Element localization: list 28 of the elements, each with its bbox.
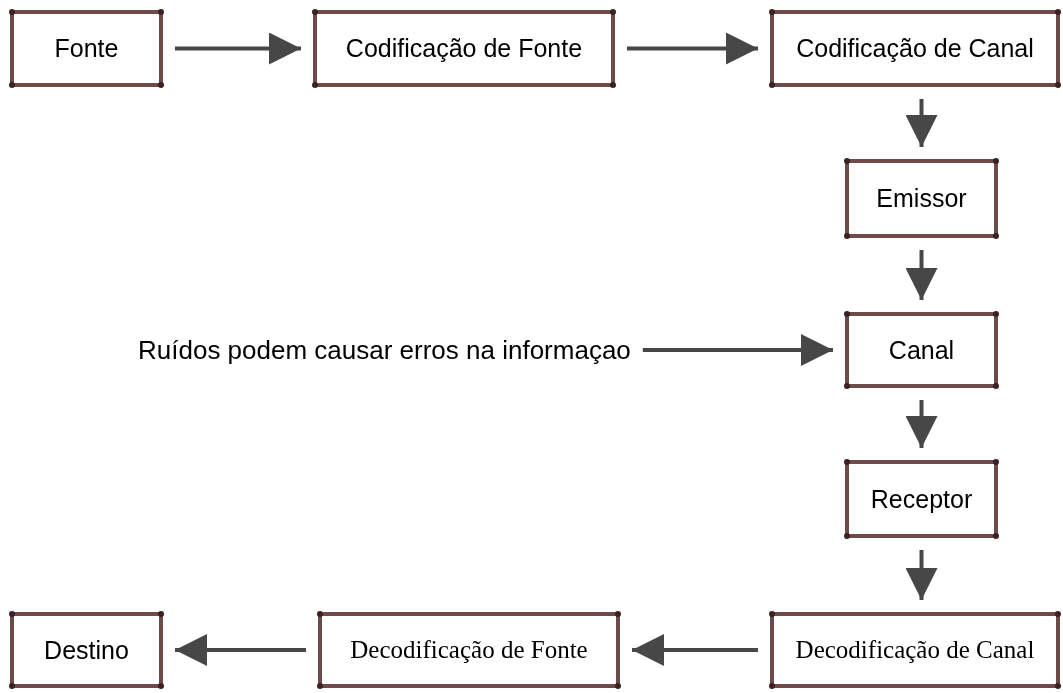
process-box: [10, 612, 163, 688]
process-box: [318, 612, 620, 688]
arrow: [905, 400, 938, 448]
process-box: [313, 10, 615, 87]
process-box: [770, 10, 1060, 87]
box-label: Decodificação de Fonte: [350, 636, 588, 664]
arrow: [175, 32, 301, 65]
box-label: Fonte: [54, 34, 119, 63]
box-label: Codificação de Fonte: [345, 34, 583, 63]
process-box: [845, 159, 998, 238]
note-text: Ruídos podem causar erros na informaçao: [138, 334, 631, 366]
arrow: [632, 634, 758, 666]
arrow: [642, 334, 833, 366]
process-box: [770, 612, 1060, 688]
arrow: [905, 550, 938, 600]
box-label: Receptor: [870, 484, 973, 514]
box-label: Canal: [888, 335, 955, 365]
arrow: [627, 32, 758, 65]
process-box: [10, 10, 163, 87]
process-box: [845, 460, 998, 538]
box-label: Emissor: [876, 184, 967, 213]
arrow: [175, 634, 306, 666]
process-box: [845, 312, 998, 388]
arrow: [905, 250, 938, 300]
box-label: Destino: [44, 635, 129, 665]
box-label: Codificação de Canal: [796, 34, 1034, 63]
box-label: Decodificação de Canal: [795, 636, 1035, 664]
arrow: [905, 99, 938, 147]
